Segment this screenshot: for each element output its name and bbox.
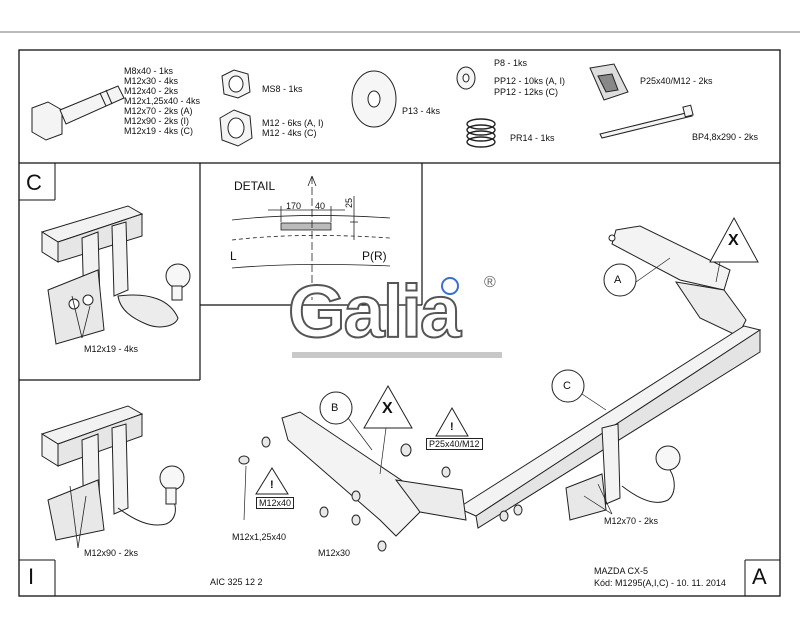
warning-triangle-excl-1 [435,406,469,437]
nut-m12-icon [219,109,253,147]
bolt-item: M12x1,25x40 - 4ks [124,96,201,106]
spring-pr14-label: PR14 - 1ks [510,133,555,143]
bolt-quantity-list: M8x40 - 1ks M12x30 - 4ks M12x40 - 2ks M1… [124,66,200,136]
callout-b-label: B [331,402,339,414]
panel-i-bolt-label: M12x90 - 2ks [84,548,139,558]
plate-p25-icon [589,63,629,101]
warning-triangle-x-1 [709,216,759,263]
warning-triangle-x-2 [363,384,413,429]
washer-p8-icon [456,66,476,90]
logo-text: Galia [287,270,462,353]
label-m12x70: M12x70 - 2ks [604,516,659,526]
washer-pp12-label-1: PP12 - 10ks (A, I) [494,76,566,86]
bolt-icon [31,85,125,141]
nut-m12-label-2: M12 - 4ks (C) [262,128,317,138]
washer-pp12-label-2: PP12 - 12ks (C) [494,87,559,97]
footer-code: AIC 325 12 2 [210,577,263,587]
cable-tie-label: BP4,8x290 - 2ks [692,132,759,142]
bolt-item: M8x40 - 1ks [124,66,174,76]
panel-c-bolt-label: M12x19 - 4ks [84,344,139,354]
warning-x-label: X [382,400,393,417]
nut-m12-label-1: M12 - 6ks (A, I) [262,118,324,128]
footer-kod: Kód: M1295(A,I,C) - 10. 11. 2014 [594,578,726,588]
panel-a-letter: A [752,564,767,589]
galia-logo: Galia ® [287,268,518,368]
detail-title: DETAIL [234,179,276,193]
cable-tie-icon [599,104,694,139]
spring-pr14-icon [466,118,496,148]
nut-ms8-label: MS8 - 1ks [262,84,303,94]
logo-registered: ® [484,274,496,291]
callout-circle-a [603,263,637,297]
label-m12x30: M12x30 [318,548,351,558]
callout-circle-c [551,369,585,403]
bolt-item: M12x30 - 4ks [124,76,179,86]
detail-dim-170: 170 [286,201,302,211]
warning-excl-label: ! [270,479,274,491]
label-p25: P25x40/M12 [426,438,483,450]
nut-ms8-icon [221,69,251,99]
callout-circle-b [319,391,353,425]
logo-ring-icon [292,277,502,358]
label-m12x1-25x40: M12x1,25x40 [232,532,287,542]
detail-dim-40: 40 [315,201,326,211]
footer-vehicle: MAZDA CX-5 [594,566,649,576]
label-m12x40: M12x40 [256,497,295,509]
detail-label-pr: P(R) [362,249,387,263]
washer-p8-label: P8 - 1ks [494,58,528,68]
bolt-item: M12x90 - 2ks (I) [124,116,190,126]
warning-x-label: X [728,232,739,249]
bolt-item: M12x19 - 4ks (C) [124,126,194,136]
bolt-item: M12x40 - 2ks [124,86,179,96]
panel-c-letter: C [26,170,42,195]
callout-a-label: A [614,274,622,286]
warning-triangle-excl-2 [255,467,289,495]
washer-p13-label: P13 - 4ks [402,106,441,116]
callout-c-label: C [563,380,571,392]
bolt-item: M12x70 - 2ks (A) [124,106,193,116]
warning-excl-label: ! [450,421,454,433]
detail-label-l: L [230,249,237,263]
washer-p13-icon [351,70,397,128]
plate-p25-label: P25x40/M12 - 2ks [640,76,713,86]
panel-i-letter: I [28,564,35,589]
